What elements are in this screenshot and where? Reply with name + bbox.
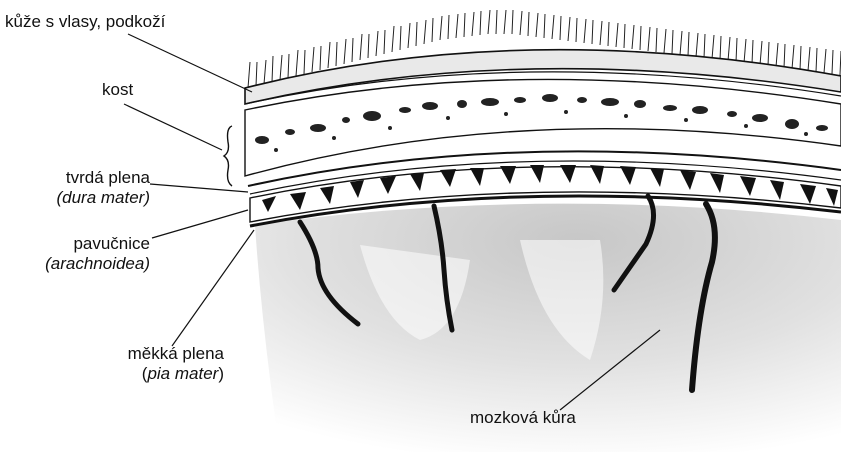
label-skin: kůže s vlasy, podkoží (5, 12, 165, 32)
bone-brace (224, 126, 232, 186)
label-arachnoid: pavučnice (arachnoidea) (0, 234, 150, 274)
label-cortex: mozková kůra (470, 408, 576, 428)
paren-close: ) (218, 364, 224, 383)
label-arachnoid-latin: (arachnoidea) (0, 254, 150, 274)
label-pia-latin: (pia mater) (0, 364, 224, 384)
label-pia-latin-text: pia mater (147, 364, 218, 383)
label-bone: kost (102, 80, 133, 100)
label-pia-mater: měkká plena (pia mater) (0, 344, 224, 384)
label-dura-latin: (dura mater) (0, 188, 150, 208)
label-pia-czech: měkká plena (0, 344, 224, 364)
label-arachnoid-czech: pavučnice (0, 234, 150, 254)
label-dura-mater: tvrdá plena (dura mater) (0, 168, 150, 208)
label-dura-czech: tvrdá plena (0, 168, 150, 188)
